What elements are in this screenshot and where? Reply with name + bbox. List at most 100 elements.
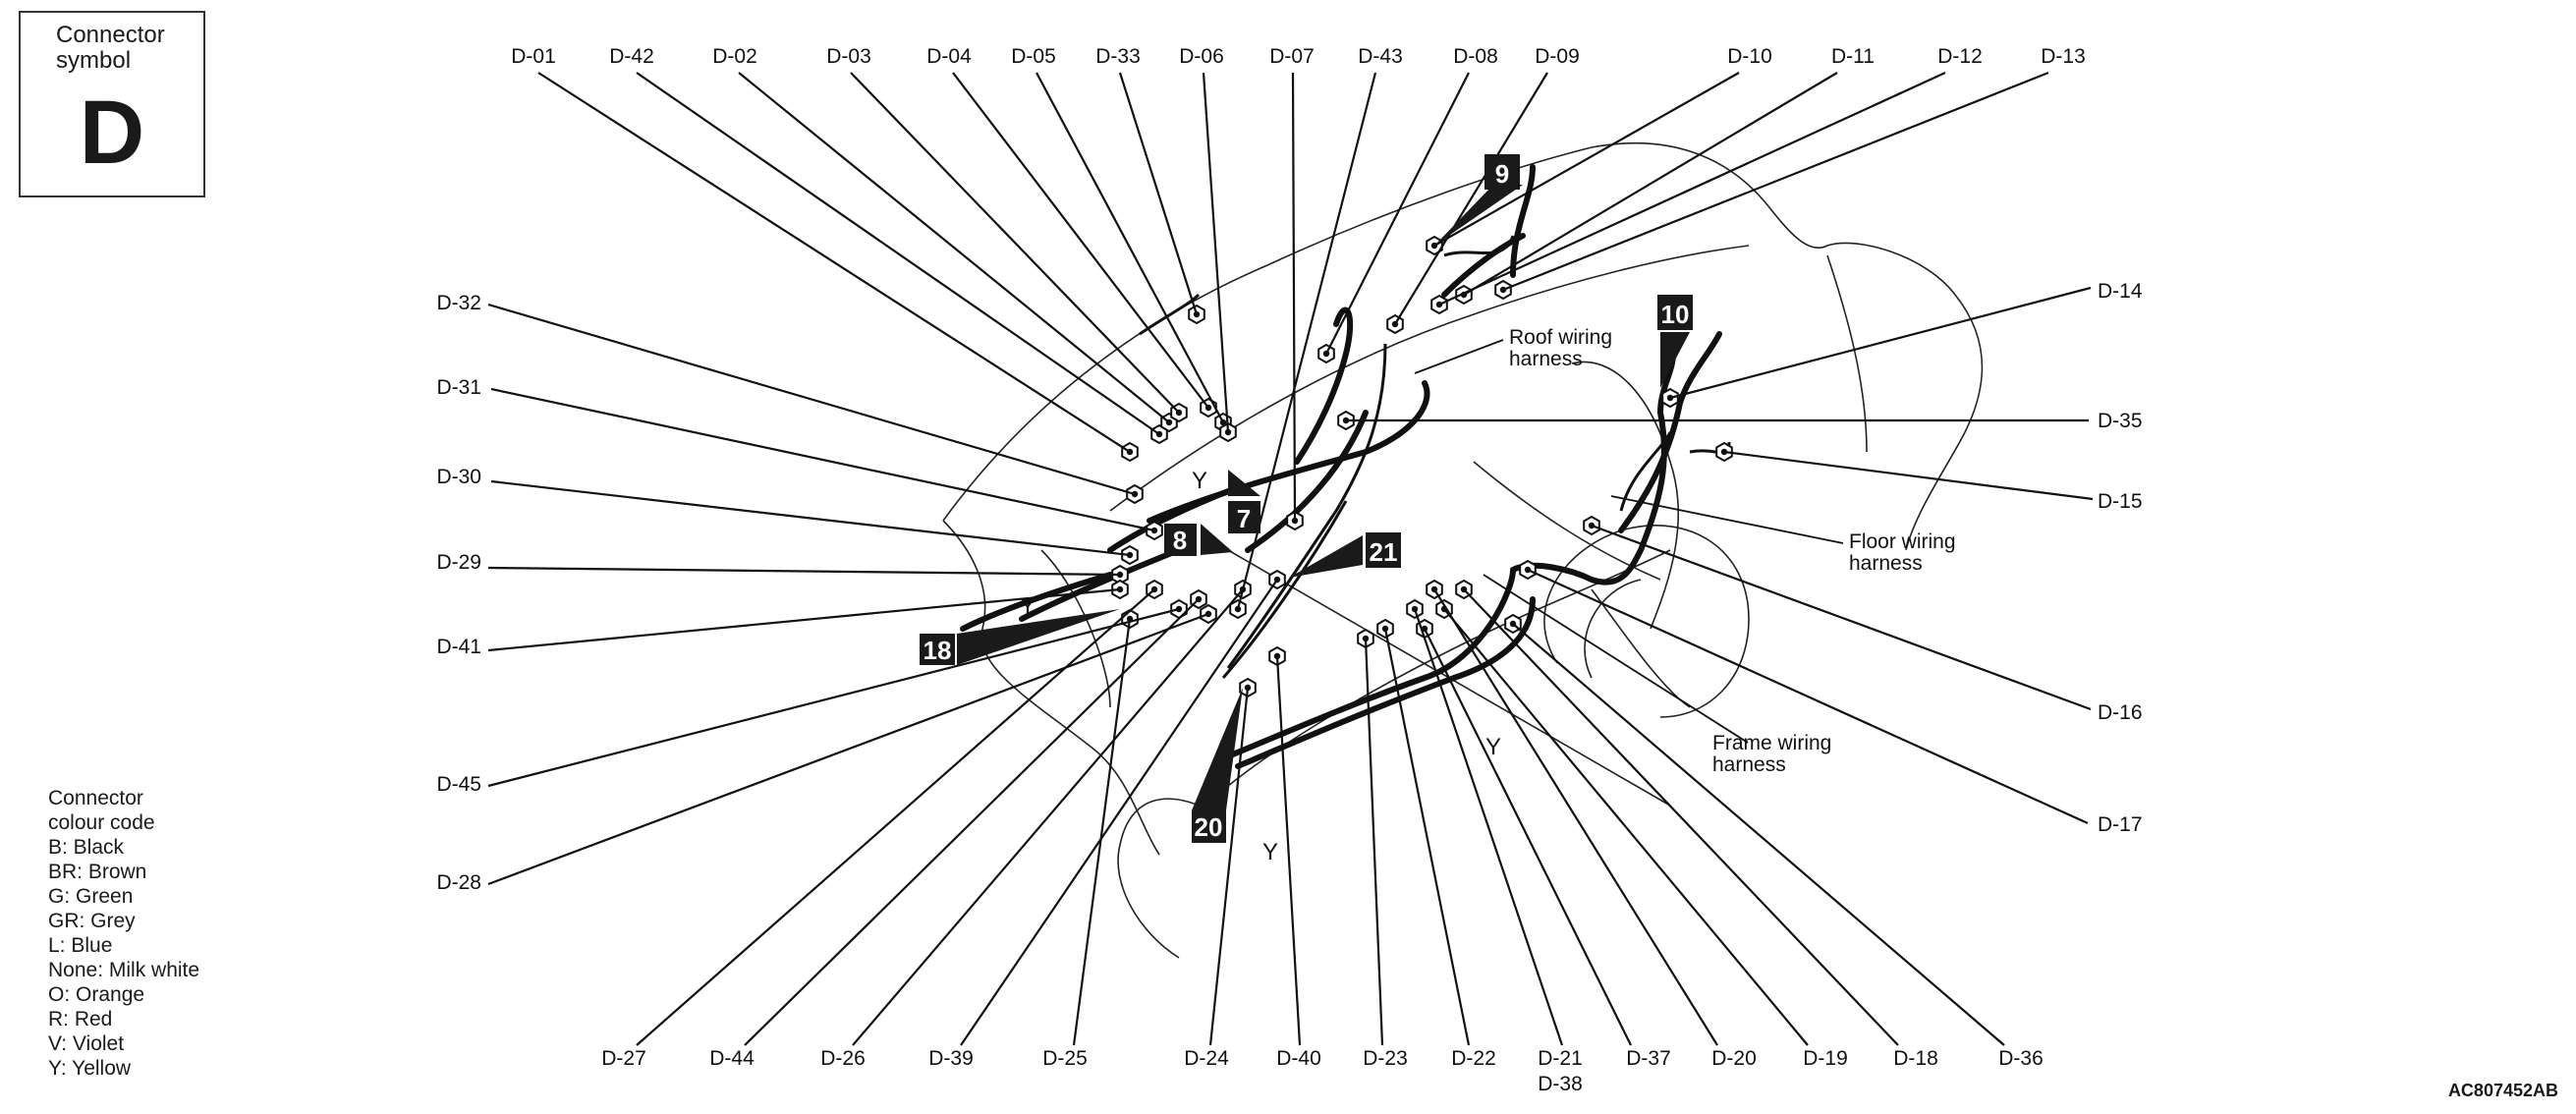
connector-label-d-30: D-30 [436, 466, 481, 488]
connector-label-d-28: D-28 [436, 871, 481, 894]
connector-label-d-21: D-21 [1538, 1047, 1583, 1070]
leader-d-20 [1433, 588, 1718, 1046]
leader-d-44 [744, 598, 1200, 1046]
leader-d-06 [1202, 72, 1230, 433]
connector-symbol-title-line1: Connector [56, 22, 165, 48]
leader-d-08 [1325, 72, 1470, 355]
leader-d-30 [490, 479, 1131, 557]
roof-harness-label-line1: Roof wiring [1509, 326, 1612, 349]
connector-label-d-37: D-37 [1626, 1047, 1671, 1070]
connector-label-d-07: D-07 [1269, 45, 1315, 68]
leader-d-23 [1364, 638, 1384, 1046]
leader-d-12 [1438, 71, 1946, 306]
connector-label-d-33: D-33 [1095, 45, 1141, 68]
frame-harness-label-line1: Frame wiring [1712, 732, 1831, 754]
callout-7: 7 [1228, 470, 1260, 533]
callout-20-label: 20 [1195, 812, 1223, 842]
connector-label-d-06: D-06 [1179, 45, 1224, 68]
leader-d-13 [1502, 71, 2049, 292]
legend-entry-milk-white: None: Milk white [48, 959, 200, 981]
leader-d-02 [738, 72, 1170, 423]
callout-18-label: 18 [924, 636, 952, 665]
connector-label-d-04: D-04 [926, 45, 972, 68]
legend-title-line2: colour code [48, 811, 155, 834]
leader-d-29 [487, 566, 1121, 577]
leader-d-04 [952, 72, 1209, 409]
connector-label-d-01: D-01 [511, 45, 556, 68]
connector-label-d-45: D-45 [436, 773, 481, 796]
connector-label-d-08: D-08 [1453, 45, 1498, 68]
legend-entry-orange: O: Orange [48, 983, 145, 1006]
leader-d-45 [487, 607, 1180, 788]
legend-entry-red: R: Red [48, 1008, 113, 1030]
connector-label-d-27: D-27 [601, 1047, 646, 1070]
callout-21-label: 21 [1370, 537, 1398, 567]
callout-8-label: 8 [1173, 526, 1187, 555]
connector-label-d-18: D-18 [1893, 1047, 1938, 1070]
legend-entry-grey: GR: Grey [48, 910, 136, 932]
connector-label-d-17: D-17 [2098, 813, 2143, 836]
leader-d-27 [636, 588, 1155, 1046]
legend-entry-yellow: Y: Yellow [48, 1057, 132, 1080]
leader-d-22 [1383, 628, 1471, 1046]
connector-label-d-19: D-19 [1803, 1047, 1848, 1070]
legend-entry-blue: L: Blue [48, 934, 113, 957]
connector-label-d-36: D-36 [1998, 1047, 2044, 1070]
connector-label-d-14: D-14 [2098, 280, 2143, 303]
connector-label-d-35: D-35 [2098, 410, 2143, 432]
connector-symbol-title-line2: symbol [56, 47, 132, 74]
leader-d-14 [1669, 286, 2092, 400]
wiring-harness [960, 164, 1722, 769]
figure-id: AC807452AB [2447, 1081, 2558, 1100]
connector-label-d-32: D-32 [436, 292, 481, 314]
connector-label-d-16: D-16 [2098, 701, 2143, 724]
legend-entry-brown: BR: Brown [48, 861, 147, 883]
callout-7-label: 7 [1237, 504, 1251, 533]
legend-entry-green: G: Green [48, 885, 134, 908]
leader-d-18 [1463, 588, 1899, 1046]
leader-d-25 [1072, 618, 1132, 1046]
connector-label-d-24: D-24 [1184, 1047, 1229, 1070]
leader-d-24 [1208, 687, 1250, 1046]
callout-9-label: 9 [1495, 159, 1509, 189]
legend-title-line1: Connector [48, 787, 143, 809]
connector-label-d-11: D-11 [1831, 45, 1875, 68]
connector-label-d-31: D-31 [436, 376, 481, 399]
connector-label-d-23: D-23 [1363, 1047, 1408, 1070]
connector-symbol-title: Connector symbol [56, 23, 165, 74]
connector-label-d-02: D-02 [712, 45, 757, 68]
callout-9: 9 [1434, 154, 1523, 246]
leader-d-42 [636, 72, 1160, 435]
connector-label-d-40: D-40 [1276, 1047, 1321, 1070]
leader-d-43 [1236, 72, 1377, 610]
leader-d-36 [1512, 623, 2005, 1046]
colour-marks: Y Y Y Y [1020, 468, 1501, 865]
leader-d-11 [1463, 72, 1838, 296]
frame-harness-label-line2: harness [1712, 753, 1786, 776]
leader-d-39 [960, 579, 1278, 1046]
leader-d-09 [1394, 72, 1548, 325]
leader-d-10 [1433, 72, 1740, 247]
leader-d-19 [1443, 608, 1809, 1046]
connector-label-d-25: D-25 [1042, 1047, 1088, 1070]
connector-label-d-03: D-03 [826, 45, 871, 68]
leader-d-26 [852, 588, 1244, 1046]
leader-d-41 [487, 587, 1121, 652]
harness-labels: Roof wiring harness Floor wiring harness… [1509, 326, 1956, 776]
leader-d-37 [1424, 628, 1632, 1046]
connector-symbol-letter: D [79, 83, 145, 183]
harness-label-leaders [1414, 339, 1844, 744]
leader-d-21-d-38 [1413, 608, 1564, 1046]
legend-entry-violet: V: Violet [48, 1032, 125, 1055]
callout-8: 8 [1164, 524, 1233, 556]
leader-d-03 [850, 72, 1180, 414]
connector-label-d-29: D-29 [436, 551, 481, 574]
callout-18: 18 [920, 609, 1120, 665]
connector-label-d-38: D-38 [1538, 1073, 1583, 1095]
leader-d-32 [487, 303, 1136, 496]
connector-label-d-10: D-10 [1727, 45, 1772, 68]
leader-lines [487, 71, 2094, 1046]
connector-label-d-44: D-44 [709, 1047, 755, 1070]
connector-label-d-20: D-20 [1711, 1047, 1757, 1070]
